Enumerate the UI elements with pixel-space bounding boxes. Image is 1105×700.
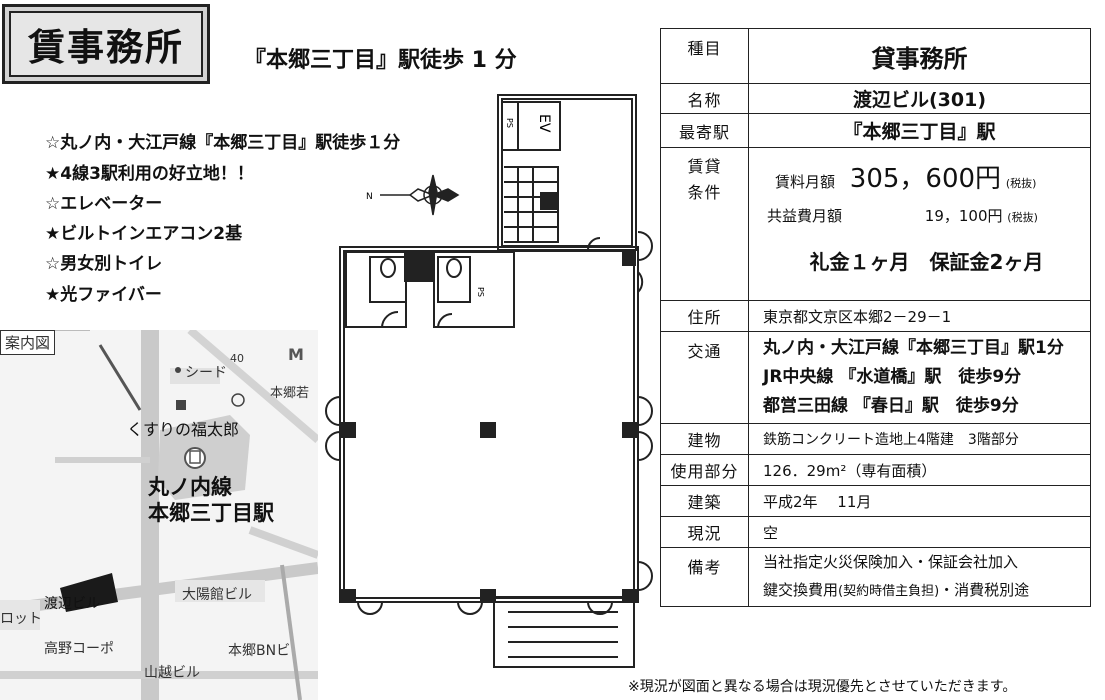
access-value: 丸ノ内・大江戸線『本郷三丁目』駅1分 JR中央線 『水道橋』駅 徒歩9分 都営三…	[748, 331, 1091, 424]
feature-6: ★光ファイバー	[45, 285, 162, 305]
map-label-lot: ロット	[0, 611, 42, 627]
rent-key-line2: 条件	[687, 183, 722, 202]
access-line-2: JR中央線 『水道橋』駅 徒歩9分	[763, 367, 1022, 387]
built-key: 建築	[660, 485, 749, 517]
svg-text:M: M	[288, 345, 304, 364]
common-tax: (税抜)	[1007, 211, 1038, 224]
area-key: 使用部分	[660, 454, 749, 486]
ps-label-1: PS	[505, 118, 514, 128]
area-value: 126．29m²（専有面積）	[748, 454, 1091, 486]
guide-map: M 案内図 シード 40 本郷若 くすりの福太郎 丸ノ内線 本郷三丁目駅 渡辺ビ…	[0, 330, 318, 700]
remarks-small: (契約時借主負担)	[838, 584, 940, 599]
ps-label-2: PS	[476, 287, 485, 297]
station-line-name: 丸ノ内線	[148, 475, 232, 499]
name-value: 渡辺ビル(301)	[748, 83, 1091, 114]
map-label-takano: 高野コーポ	[44, 641, 114, 657]
headline: 『本郷三丁目』駅徒歩 1 分	[244, 48, 517, 73]
type-value: 貸事務所	[748, 28, 1091, 84]
map-label-kusuri: くすりの福太郎	[127, 420, 240, 439]
deposit-terms: 礼金１ヶ月 保証金2ヶ月	[809, 250, 1044, 274]
title-badge: 賃事務所	[2, 4, 210, 84]
map-label-taiyokan: 大陽館ビル	[182, 587, 252, 603]
station-value: 『本郷三丁目』駅	[748, 113, 1091, 148]
station-key: 最寄駅	[660, 113, 749, 148]
access-line-3: 都営三田線 『春日』駅 徒歩9分	[763, 396, 1019, 416]
name-key: 名称	[660, 83, 749, 114]
feature-4: ★ビルトインエアコン2基	[45, 224, 243, 244]
ev-label: EV	[536, 114, 552, 133]
address-value: 東京都文京区本郷2－29－1	[748, 300, 1091, 332]
map-label-watanabe: 渡辺ビル	[44, 596, 100, 612]
building-key: 建物	[660, 423, 749, 455]
footnote: ※現況が図面と異なる場合は現況優先とさせていただきます。	[628, 679, 1017, 695]
remarks-key-fee: 鍵交換費用	[763, 581, 839, 599]
rent-key: 賃貸 条件	[660, 147, 749, 301]
station-name-text: 本郷三丁目駅	[148, 501, 274, 525]
access-line-1: 丸ノ内・大江戸線『本郷三丁目』駅1分	[763, 338, 1064, 358]
title-text: 賃事務所	[9, 11, 203, 77]
map-graphic: M	[0, 330, 318, 700]
type-key: 種目	[660, 28, 749, 84]
map-station-name: 丸ノ内線 本郷三丁目駅	[148, 474, 274, 526]
status-value: 空	[748, 516, 1091, 548]
feature-2: ★4線3駅利用の好立地！！	[45, 164, 254, 184]
common-label: 共益費月額	[767, 207, 843, 225]
remarks-value: 当社指定火災保険加入・保証会社加入 鍵交換費用(契約時借主負担)・消費税別途	[748, 547, 1091, 607]
common-amount: 19，100円	[924, 207, 1003, 225]
rent-tax: (税抜)	[1005, 177, 1037, 190]
rent-key-line1: 賃貸	[687, 157, 722, 176]
floor-plan: N EV PS PS	[325, 94, 653, 668]
map-label-seed: シード	[185, 365, 227, 381]
address-key: 住所	[660, 300, 749, 332]
status-key: 現況	[660, 516, 749, 548]
feature-3: ☆エレベーター	[45, 194, 163, 214]
building-value: 鉄筋コンクリート造地上4階建 3階部分	[748, 423, 1091, 455]
rent-label: 賃料月額	[775, 173, 836, 191]
access-key: 交通	[660, 331, 749, 424]
map-label-hongo-bn: 本郷BNビ	[228, 643, 291, 659]
map-label-yamakoshi: 山越ビル	[144, 665, 200, 681]
map-label-hongo-waka: 本郷若	[270, 386, 310, 401]
map-guide-label: 案内図	[0, 330, 56, 355]
built-value: 平成2年 11月	[748, 485, 1091, 517]
feature-5: ☆男女別トイレ	[45, 254, 163, 274]
remarks-tax: ・消費税別途	[939, 581, 1030, 599]
rent-conditions: 賃料月額 305，600円 (税抜) 共益費月額 19，100円 (税抜) 礼金…	[748, 147, 1091, 301]
property-info-table: 種目 貸事務所 名称 渡辺ビル(301) 最寄駅 『本郷三丁目』駅 賃貸 条件 …	[660, 28, 1091, 607]
remarks-line-2: 鍵交換費用(契約時借主負担)・消費税別途	[763, 576, 1090, 606]
remarks-key: 備考	[660, 547, 749, 607]
map-label-40: 40	[230, 352, 244, 365]
rent-amount: 305，600円	[849, 164, 1002, 194]
remarks-line-1: 当社指定火災保険加入・保証会社加入	[763, 553, 1019, 571]
feature-1: ☆丸ノ内・大江戸線『本郷三丁目』駅徒歩１分	[45, 133, 401, 153]
north-label: N	[366, 192, 373, 202]
